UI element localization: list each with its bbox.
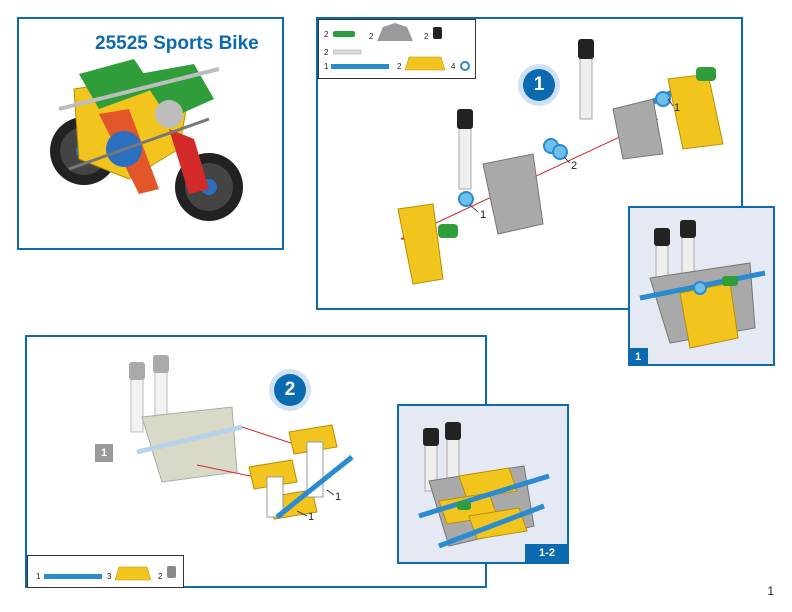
step-1-result-panel: 1 <box>628 206 775 366</box>
model-panel: 25525 Sports Bike <box>17 17 284 250</box>
step-2-result-panel: 1-2 <box>397 404 569 564</box>
step-2-parts-list: 1 3 2 <box>27 555 184 588</box>
callout-qty: 2 <box>571 160 577 172</box>
part-qty: 2 <box>158 572 162 581</box>
callout-qty: 1 <box>674 102 680 114</box>
callout-qty: 1 <box>308 511 314 523</box>
blue-rod-icon <box>44 571 104 581</box>
page-number: 1 <box>767 584 774 598</box>
sports-bike-illustration <box>19 19 286 252</box>
step-2-result-tag: 1-2 <box>525 544 569 564</box>
callout-qty: 1 <box>480 209 486 221</box>
step-1-result-illustration <box>630 208 777 368</box>
part-qty: 3 <box>107 572 111 581</box>
grey-cap-icon <box>166 565 178 579</box>
step-1-result-tag: 1 <box>628 348 648 366</box>
part-qty: 1 <box>36 572 40 581</box>
callout-qty: 1 <box>335 491 341 503</box>
yellow-connector-icon <box>115 565 151 581</box>
step-2-result-illustration <box>399 406 571 566</box>
